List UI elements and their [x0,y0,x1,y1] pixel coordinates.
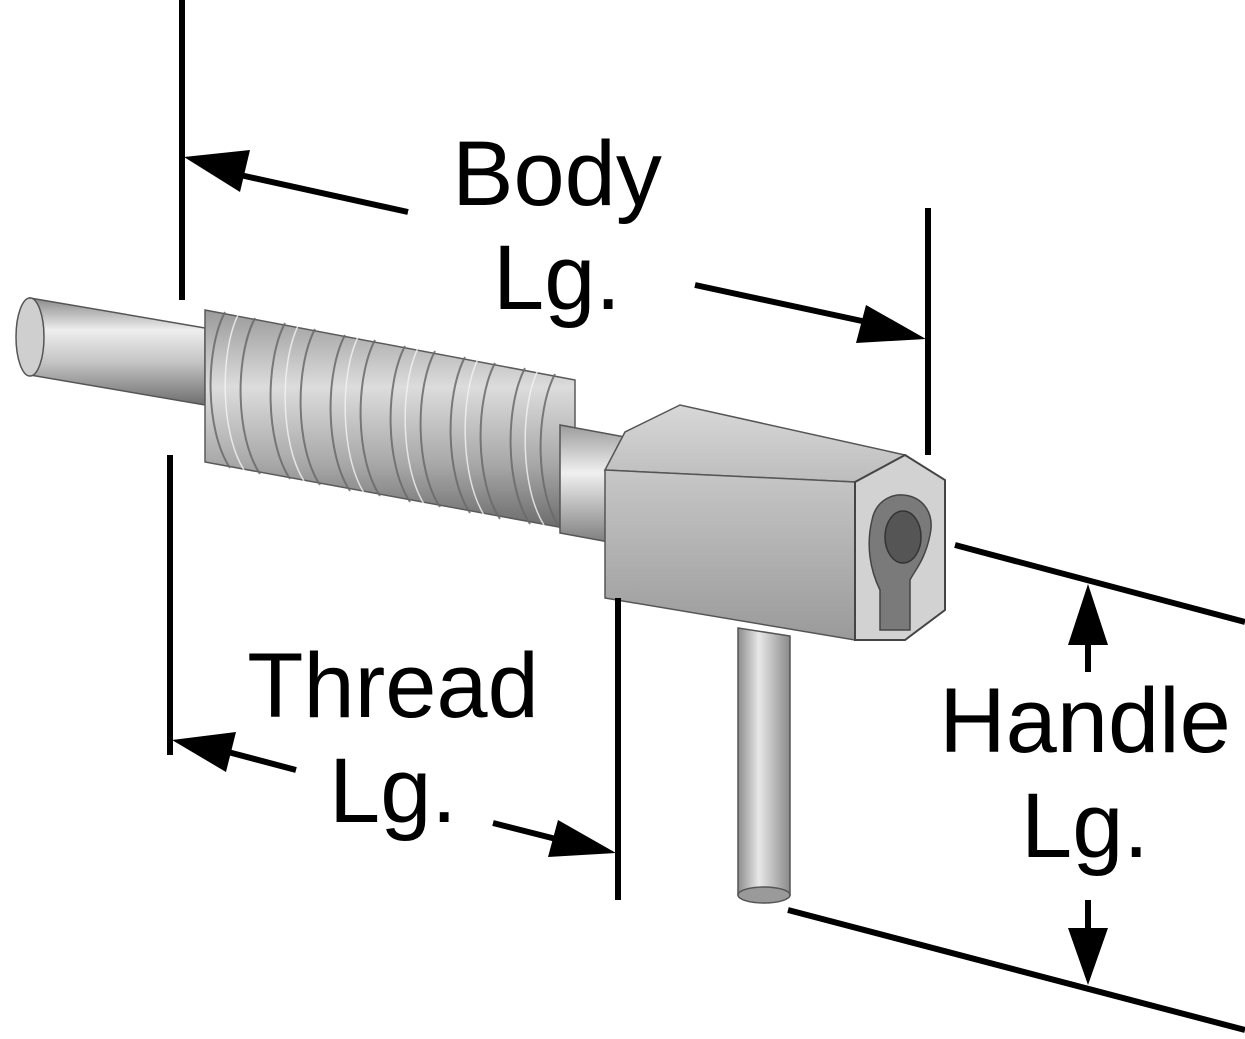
body-arrow-right [856,305,926,343]
handle-length-label-line1: Handle [939,670,1231,772]
plunger-pin [15,297,206,406]
thread-dimension-line-right [492,820,561,843]
handle-arrow-down [1068,928,1108,985]
dimension-lines [167,0,1245,1033]
handle-top-extension-line [954,542,1245,625]
body-length-label-line1: Body [452,123,662,225]
body-arrow-left [184,150,250,192]
thread-arrow-left [172,732,236,772]
handle-arrow-up [1068,584,1108,645]
thread-dimension-line-left [227,749,297,773]
thread-arrow-right [548,820,616,857]
body-dimension-line-right [694,282,863,324]
plunger-part [15,297,946,904]
body-length-label-line2: Lg. [493,227,621,329]
body-dimension-line-left [239,172,409,215]
thread-length-label-line1: Thread [247,635,539,737]
thread-length-label-line2: Lg. [329,740,457,842]
dimension-arrowheads [172,150,1108,985]
handle-bottom-extension-line [787,907,1245,1033]
hex-head [603,404,946,641]
handle-length-label-line2: Lg. [1021,775,1149,877]
handle-pin [737,627,791,904]
threaded-body [204,309,576,531]
